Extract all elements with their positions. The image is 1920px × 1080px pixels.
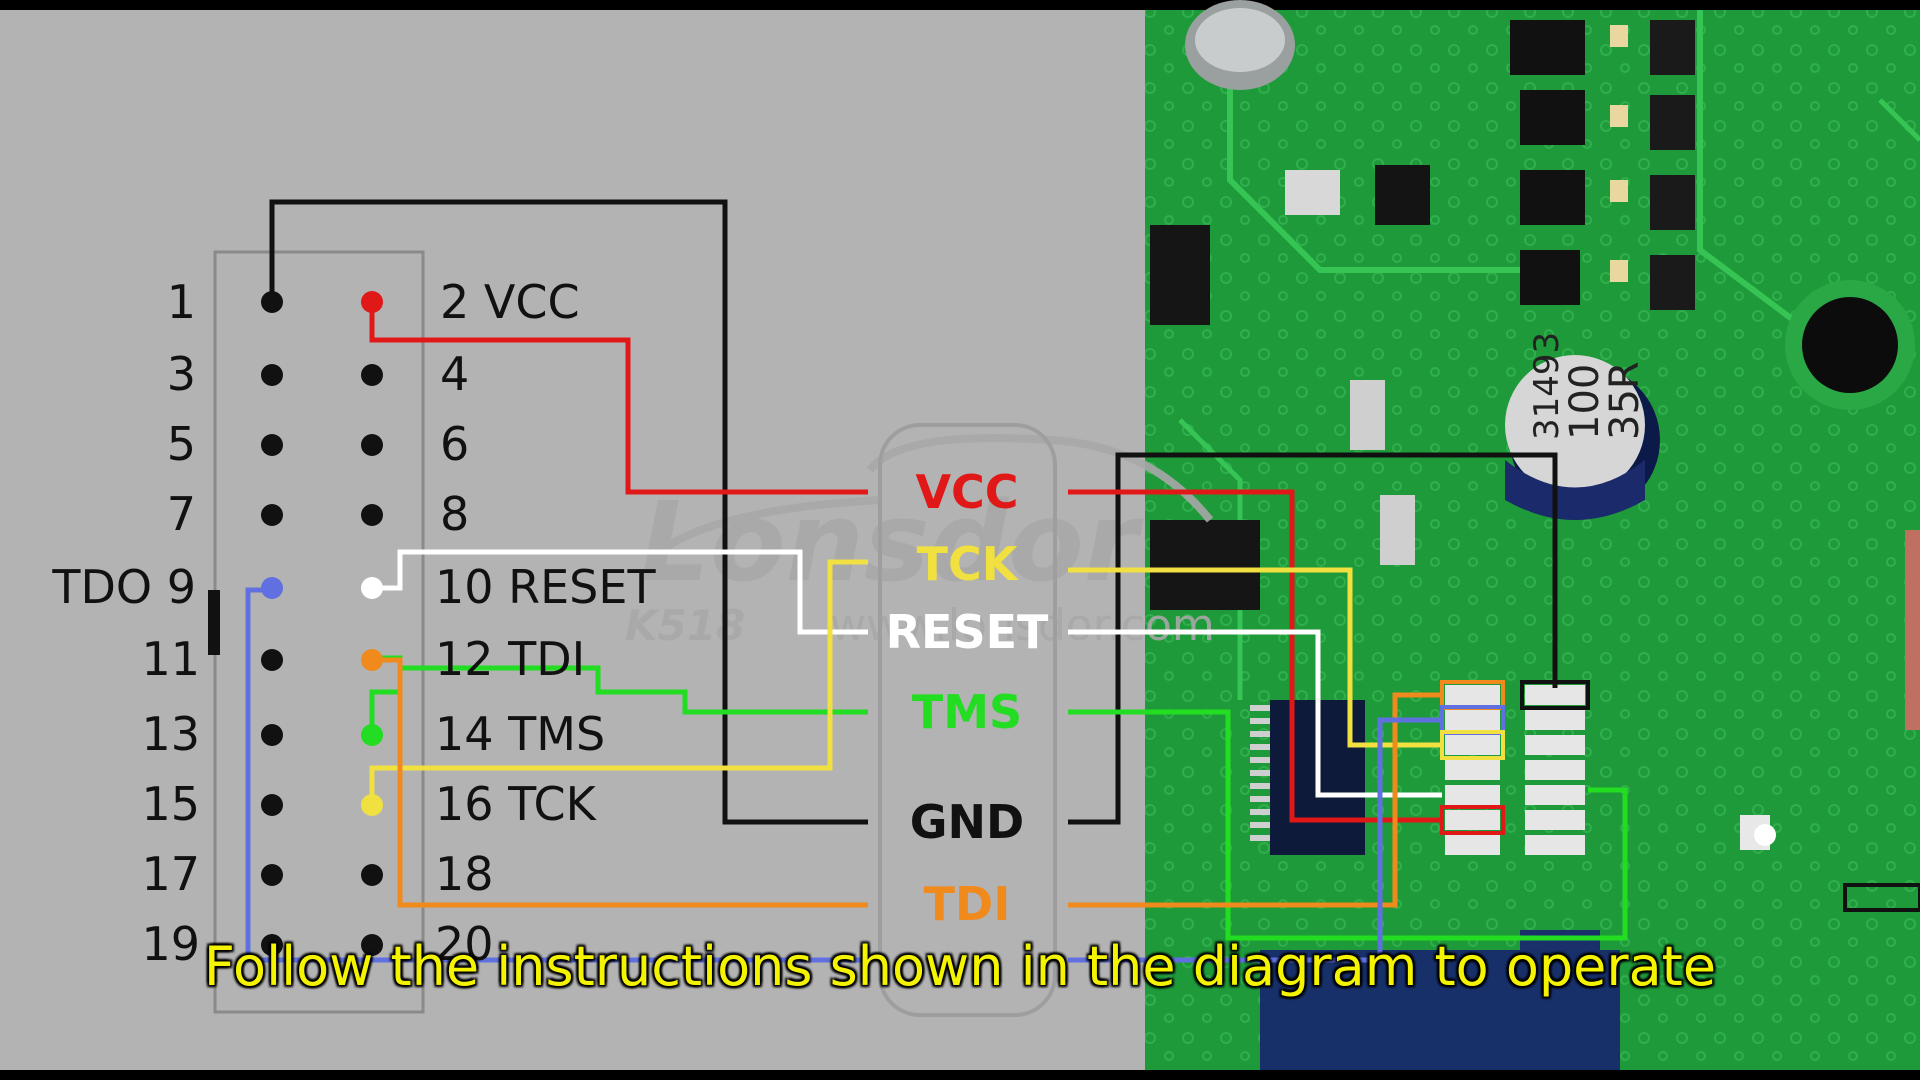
- diagram-panel: [0, 10, 1145, 1070]
- left-pin-labels: 1 3 5 7 TDO 9 11 13 15 17 19: [51, 275, 200, 971]
- tck-wire: [369, 559, 868, 805]
- signal-tdi: TDI: [924, 877, 1011, 931]
- header-key-notch: [208, 590, 220, 655]
- capacitor-marking: 31493 100 35R: [1527, 332, 1648, 440]
- pin-12: [361, 649, 383, 671]
- pin-label-1: 1: [167, 275, 196, 329]
- pin-19: [261, 934, 283, 956]
- pin-label-17: 17: [141, 847, 200, 901]
- pin-17: [261, 864, 283, 886]
- pin-14: [361, 724, 383, 746]
- right-pin-labels: 2 VCC 4 6 8 10 RESET 12 TDI 14 TMS 16 TC…: [435, 275, 656, 971]
- pin-11: [261, 649, 283, 671]
- pin-13: [261, 724, 283, 746]
- pin-label-5: 5: [167, 417, 196, 471]
- pin-label-15: 15: [141, 777, 200, 831]
- pin-label-14: 14 TMS: [435, 707, 605, 761]
- pin-16: [361, 794, 383, 816]
- pin-1: [261, 291, 283, 313]
- pin-10: [361, 577, 383, 599]
- pin-label-8: 8: [440, 487, 469, 541]
- signal-tms: TMS: [912, 685, 1022, 739]
- pin-20: [361, 934, 383, 956]
- gnd-wire: [269, 199, 868, 825]
- pin-label-6: 6: [440, 417, 469, 471]
- tms-wire-pcb: [1068, 709, 1628, 941]
- header-pins: [261, 291, 383, 956]
- reset-wire: [372, 549, 868, 635]
- pin-label-12: 12 TDI: [435, 632, 585, 686]
- pin-4: [361, 364, 383, 386]
- signal-reset: RESET: [886, 605, 1049, 659]
- pin-5: [261, 434, 283, 456]
- vcc-wire-pcb: [1068, 489, 1440, 823]
- pin-label-10: 10 RESET: [435, 560, 656, 614]
- pin-label-20: 20: [435, 917, 494, 971]
- pin-6: [361, 434, 383, 456]
- pin-3: [261, 364, 283, 386]
- pin-label-9: TDO 9: [51, 560, 196, 614]
- tms-wire-stub: [369, 689, 400, 735]
- signal-tck: TCK: [917, 537, 1020, 591]
- pin-label-18: 18: [435, 847, 494, 901]
- signal-label-box: [878, 423, 1057, 1017]
- pin-7: [261, 504, 283, 526]
- capacitor-value-text: 100: [1562, 364, 1608, 440]
- watermark-brand: Lonsdor: [640, 478, 1144, 606]
- pin-label-11: 11: [141, 632, 200, 686]
- video-subtitle: Follow the instructions shown in the dia…: [203, 935, 1717, 998]
- wires: [245, 199, 1628, 963]
- tdi-wire: [372, 657, 868, 908]
- watermark-url: www.lonsdor.com: [830, 600, 1215, 651]
- pin-label-19: 19: [141, 917, 200, 971]
- vcc-wire: [369, 302, 868, 495]
- signal-gnd: GND: [910, 795, 1024, 849]
- capacitor-code-text: 31493: [1527, 332, 1567, 440]
- capacitor-voltage-text: 35R: [1602, 361, 1648, 440]
- pin-9: [261, 577, 283, 599]
- pin-15: [261, 794, 283, 816]
- signal-vcc: VCC: [915, 465, 1018, 519]
- pin-label-7: 7: [167, 487, 196, 541]
- gnd-wire-pcb: [1068, 452, 1558, 825]
- pin-18: [361, 864, 383, 886]
- tdi-wire-pcb: [1068, 692, 1442, 908]
- pin-label-16: 16 TCK: [435, 777, 598, 831]
- pin-label-13: 13: [141, 707, 200, 761]
- pin-2: [361, 291, 383, 313]
- pcb-photo: 31493 100 35R: [1145, 0, 1920, 1070]
- pin-label-2: 2 VCC: [440, 275, 580, 329]
- tdo-wire-pcb: [1068, 717, 1442, 963]
- tdo-wire: [245, 587, 868, 963]
- pin-label-3: 3: [167, 347, 196, 401]
- signal-labels: VCC TCK RESET TMS GND TDI: [886, 465, 1049, 931]
- pin-label-4: 4: [440, 347, 469, 401]
- pin-8: [361, 504, 383, 526]
